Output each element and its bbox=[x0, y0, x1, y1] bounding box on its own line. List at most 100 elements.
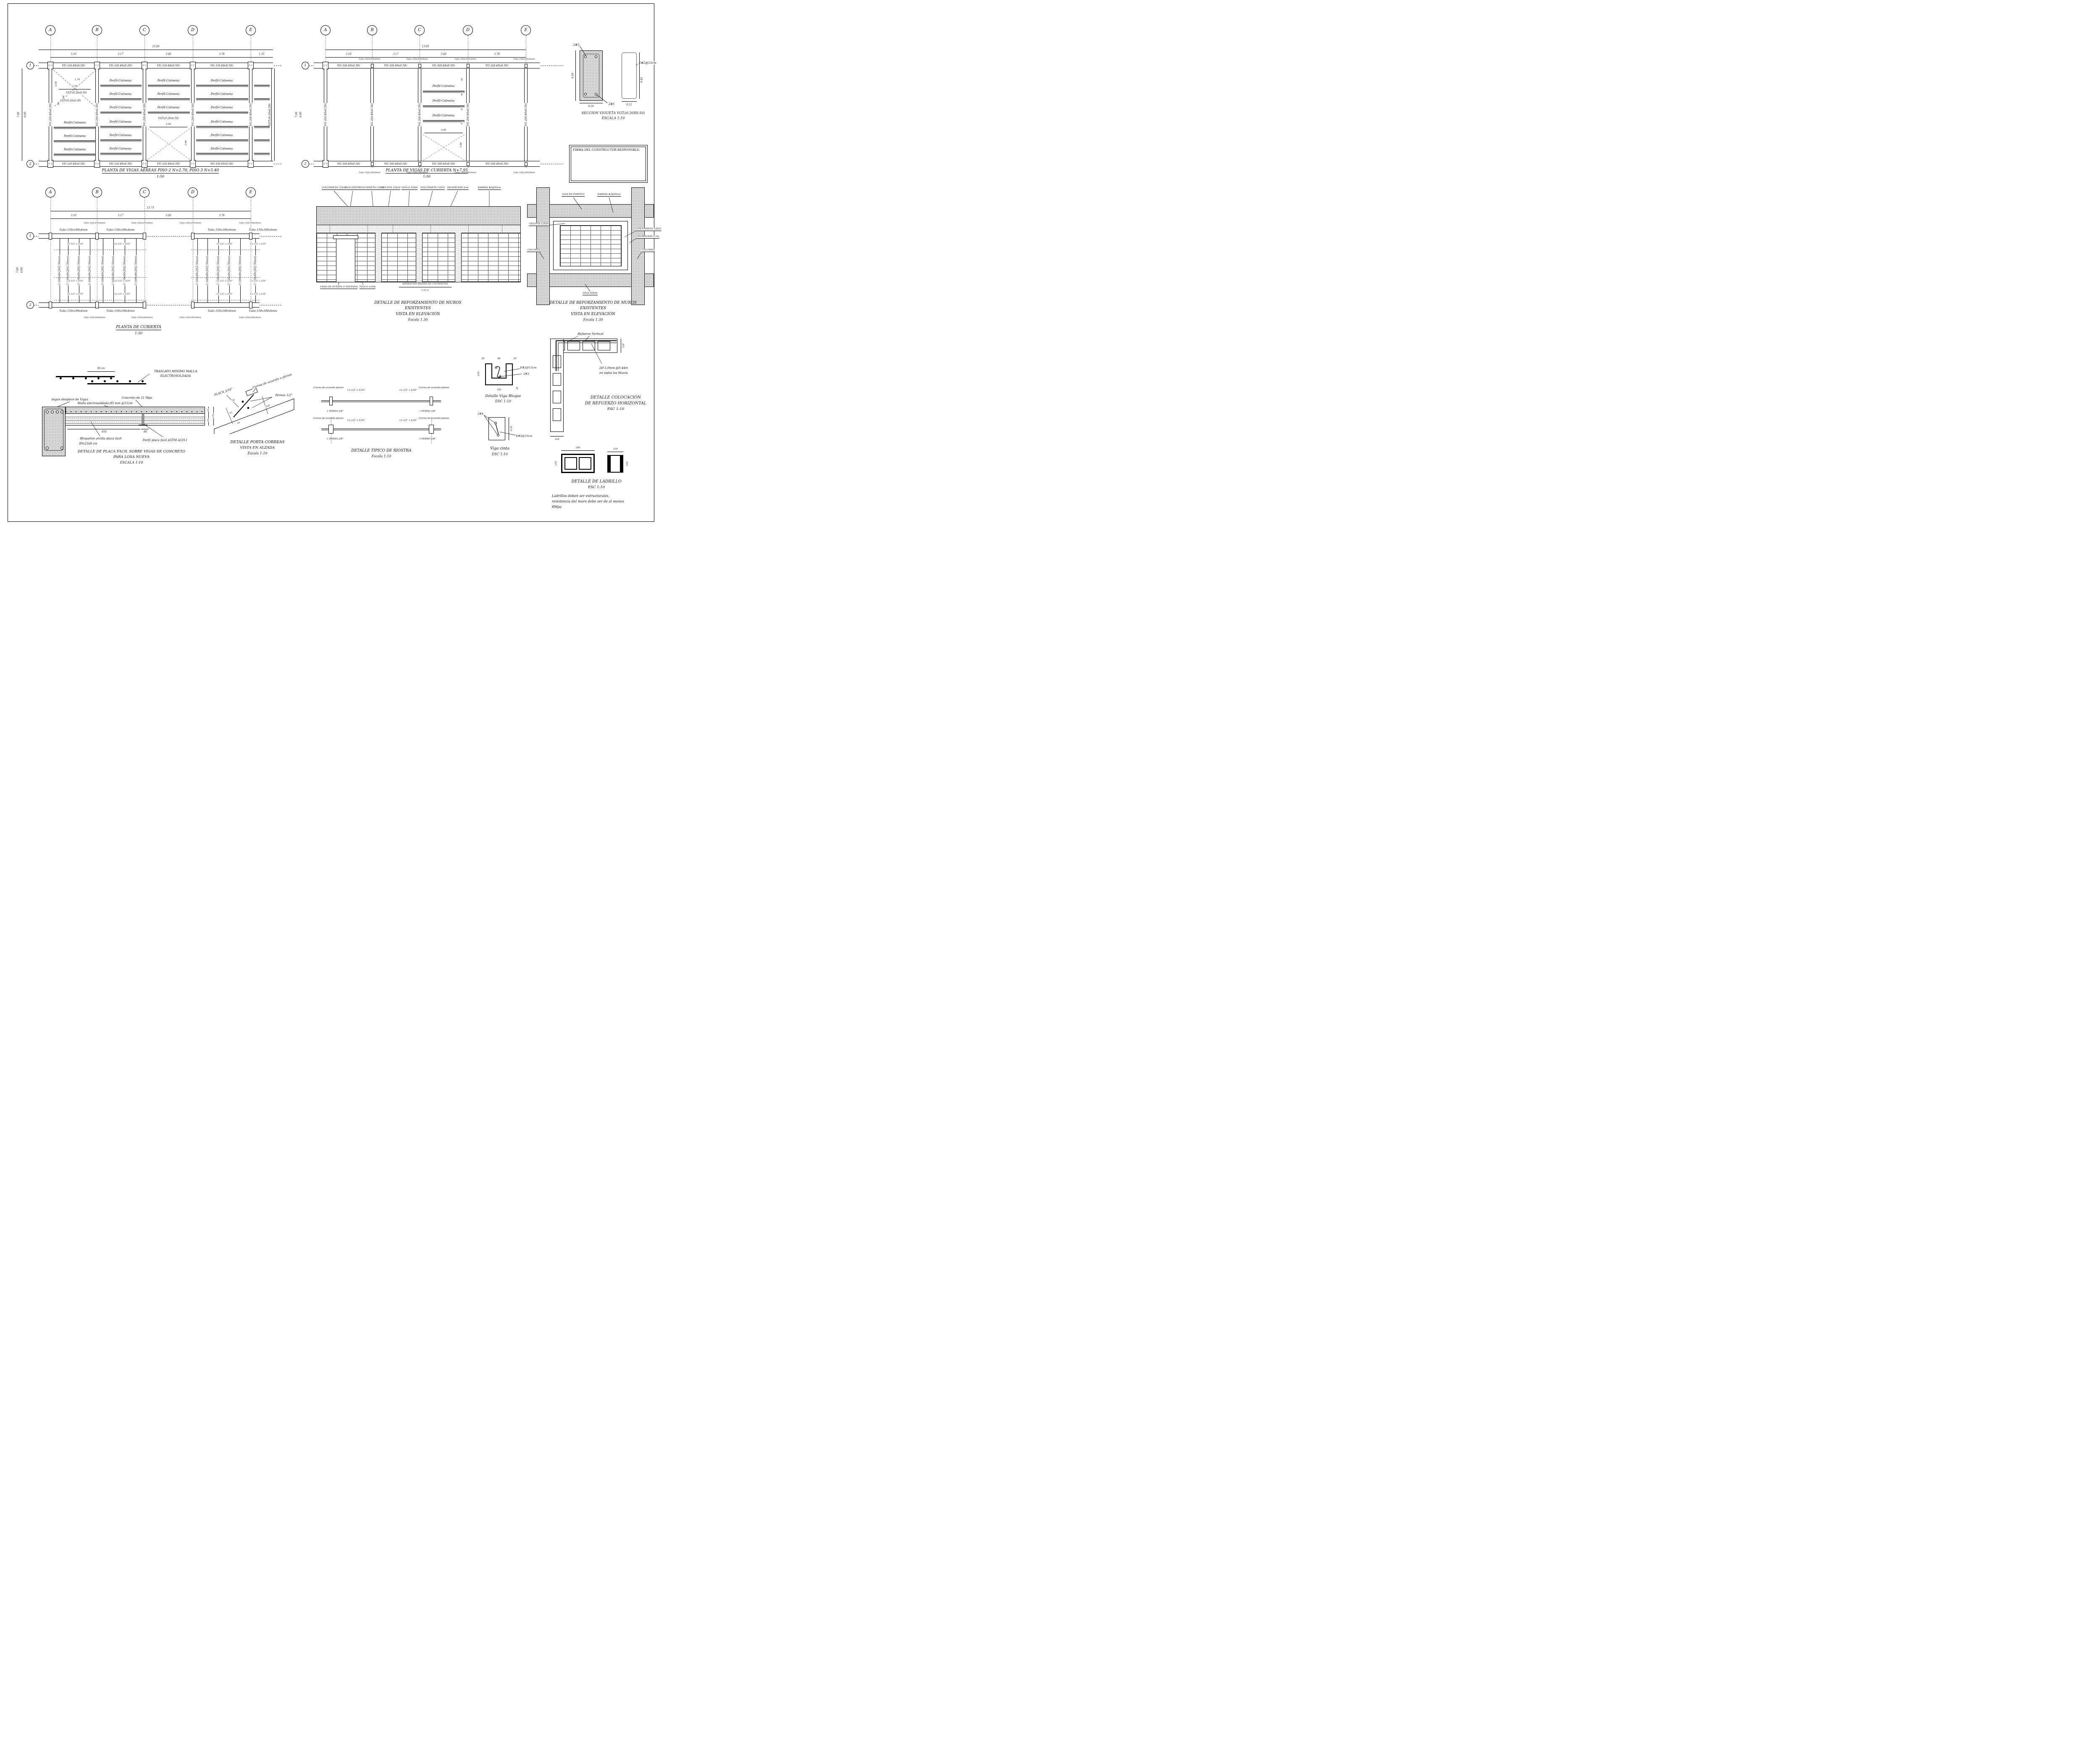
label-perno: 1 PERNO 2/8" bbox=[419, 438, 436, 440]
firma-box-inner bbox=[571, 147, 646, 181]
tube-column bbox=[371, 64, 374, 68]
label-correa: Correa de acuerdo planos bbox=[418, 417, 449, 420]
vdim-700: 7.00 bbox=[17, 111, 20, 118]
stirrup-label: E#2@15cm bbox=[638, 61, 657, 65]
dim-span-ab: 3.10 bbox=[70, 214, 77, 217]
grid-bubble-d: D bbox=[188, 187, 198, 197]
vigueta-tick bbox=[468, 225, 469, 233]
chord-node bbox=[143, 233, 146, 239]
grid-bubble-c: C bbox=[139, 25, 150, 35]
label-concreto: Concreto de 21 Mpa bbox=[121, 396, 153, 400]
dim-34b: 34 bbox=[236, 421, 241, 425]
vigueta-concrete bbox=[580, 50, 603, 101]
dim-286: 2.86 bbox=[185, 139, 187, 146]
column-label: C-1 bbox=[48, 163, 53, 165]
beam-label-vg2: VG-2(0.40x0.50) bbox=[95, 103, 99, 127]
dim-290: 290 bbox=[575, 447, 581, 449]
joist-label: Perfil-Colmena bbox=[210, 134, 233, 137]
beam-label-vg3: VG-3(0.40x0.50) bbox=[431, 64, 456, 67]
chord-node bbox=[249, 233, 252, 239]
rebar-dot bbox=[595, 55, 597, 58]
label-refuerzo-vertical: Refuerzo Vertical bbox=[577, 332, 604, 336]
column-label: C-1 bbox=[94, 163, 100, 165]
joist-hatch bbox=[148, 85, 190, 87]
joist-label: Perfil-Colmena bbox=[210, 92, 233, 96]
purlin-label: C-160x60x20(2.50mm) bbox=[101, 255, 105, 286]
column-label: C-1 bbox=[190, 64, 195, 67]
angle-label: L1-1/2" x 3/16" bbox=[114, 293, 131, 295]
top-chord-de bbox=[191, 234, 260, 239]
clip-plate bbox=[328, 425, 333, 434]
viga-cinta-title: Viga cinta bbox=[490, 447, 509, 451]
porta-title2: VISTA EN ALZADA bbox=[240, 446, 275, 450]
tubo-chord-label: Tubo 150x100x4mm bbox=[106, 228, 135, 231]
dim-83: .83 bbox=[461, 107, 463, 111]
vdim-700: 7.00 bbox=[295, 111, 298, 118]
column-label: C-1 bbox=[248, 163, 253, 165]
stirrup-section bbox=[622, 53, 637, 99]
tubo-chord-label: Tubo 150x100x4mm bbox=[248, 309, 278, 313]
tubo-callout: Tubo 150x100x4mm bbox=[513, 58, 536, 60]
label-angle: L1-1/2" x 3/16" bbox=[399, 389, 417, 392]
dim-120-top: 120 bbox=[612, 448, 618, 450]
bloquelon-zone bbox=[66, 414, 205, 426]
joist-hatch bbox=[254, 126, 270, 128]
placa-title1: DETALLE DE PLACA FACIL SOBRE VIGAS DE CO… bbox=[77, 450, 186, 454]
angle-label: L1-1/2" x 3/16" bbox=[67, 280, 84, 282]
label-vano: VANO DE PUERTA O VENTANA bbox=[320, 286, 358, 289]
column-label: C-1 bbox=[48, 64, 53, 67]
label-dilatacion: DILATACIÓN 2 cm bbox=[636, 235, 660, 239]
dim-span-de: 3.78 bbox=[218, 53, 225, 56]
label-viga-3030: VIGA 30X30 bbox=[582, 292, 598, 295]
joist-label: Perfil-Colmena bbox=[109, 147, 132, 150]
joist-hatch bbox=[148, 112, 190, 114]
tubo-callout: Tubo 150x100x4mm bbox=[358, 58, 381, 60]
tubo-callout: Tubo 150x100x4mm bbox=[406, 171, 428, 174]
beam-label-vg1: VG-1(0.40x0.50) bbox=[108, 162, 133, 166]
vdim-700: 7.00 bbox=[16, 267, 19, 273]
detalle-porta-correas: PLACA 3/16" Correa de acuerdo a planos P… bbox=[209, 372, 308, 463]
dim-line-spans bbox=[50, 57, 273, 58]
column-label: C-1 bbox=[323, 64, 328, 67]
beam-label-vg3: VG-3(0.40x0.50) bbox=[383, 64, 408, 67]
dim-span-de: 3.78 bbox=[494, 53, 500, 56]
label-spec2: en todos los Muros bbox=[599, 371, 628, 375]
plan1-title: PLANTA DE VIGAS AÉREAS PISO 2 N+2.70, PI… bbox=[102, 168, 219, 174]
label-angle: L1-1/2" x 3/16" bbox=[399, 419, 417, 422]
angle-label: L1-1/2" x 3/16" bbox=[249, 280, 267, 282]
dim-020: 0.20 bbox=[510, 425, 513, 432]
viga-bloque-drawing bbox=[485, 363, 524, 385]
dim-span-bc: 3.17 bbox=[392, 53, 399, 56]
dim-line-290 bbox=[561, 450, 595, 451]
ladrillo-celda bbox=[579, 457, 591, 470]
rebar-dot bbox=[46, 410, 49, 413]
viga-cinta-section bbox=[488, 417, 505, 440]
clip-channel bbox=[430, 397, 433, 405]
dim-80: 80 bbox=[497, 358, 501, 360]
sheet-border bbox=[8, 3, 654, 522]
plan-cubierta: A B C D E 13.73 3.10 3.17 3.40 3.78 Tubo… bbox=[13, 180, 284, 339]
dim-89: .89 bbox=[461, 92, 463, 97]
malla-dot bbox=[97, 377, 100, 379]
joist-label: Perfil-Colmena bbox=[432, 84, 455, 88]
dim-total: 13.85 bbox=[421, 45, 430, 48]
rebar-dot bbox=[584, 55, 587, 58]
label-columneta: COLUMNETA 12X25 bbox=[321, 187, 346, 190]
bottom-chord-ac bbox=[39, 302, 146, 308]
label-2n4: 2#4 bbox=[477, 412, 484, 415]
label-estribo: E#2@15cm bbox=[520, 366, 537, 369]
dim-80: 80 bbox=[143, 430, 147, 434]
dim-span-de: 3.78 bbox=[218, 214, 225, 217]
joist-hatch bbox=[196, 98, 248, 100]
block-cell bbox=[553, 391, 561, 403]
joist-hatch bbox=[423, 120, 465, 122]
joist-hatch bbox=[423, 91, 465, 93]
grid-line-c bbox=[144, 197, 145, 308]
block-cell bbox=[553, 373, 561, 386]
label-columna-right: COLUMNA bbox=[641, 249, 655, 252]
muro2-title3: VISTA EN ELEVACIÓN bbox=[571, 312, 615, 316]
malla-dot bbox=[104, 380, 106, 382]
malla-dot bbox=[142, 380, 144, 382]
dim-20c: 20 bbox=[516, 387, 519, 390]
tubo-chord-label: Tubo 150x100x4mm bbox=[106, 309, 135, 313]
